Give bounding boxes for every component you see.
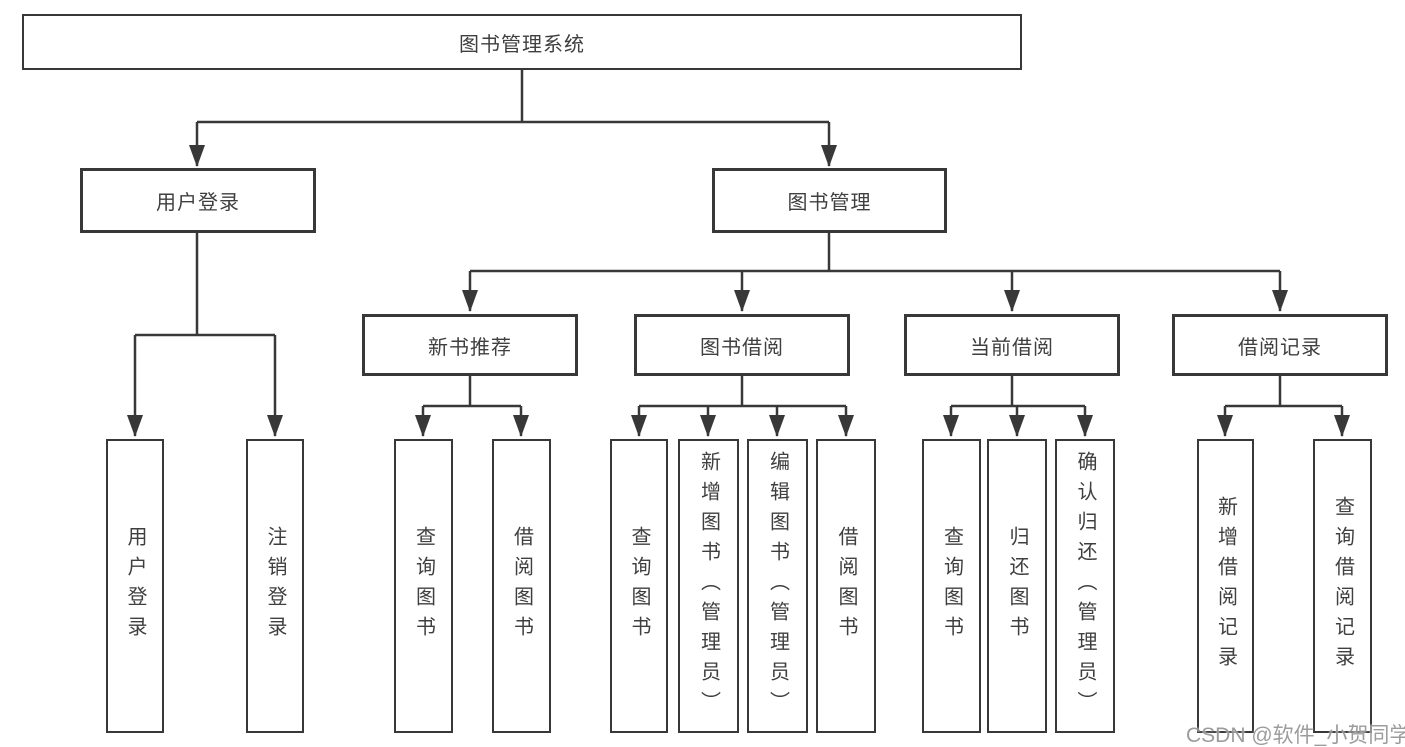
- leaf-borrow-book-recommend: 借阅图书: [492, 439, 551, 733]
- leaf-edit-book-admin: 编辑图书（管理员）: [747, 439, 808, 733]
- leaf-query-borrow-record-label: 查询借阅记录: [1331, 496, 1354, 676]
- leaf-query-borrow-record: 查询借阅记录: [1313, 439, 1372, 733]
- node-current-borrow: 当前借阅: [904, 314, 1120, 376]
- leaf-logout-login: 注销登录: [246, 439, 304, 733]
- node-root-system: 图书管理系统: [22, 14, 1022, 70]
- leaf-return-book: 归还图书: [987, 439, 1047, 733]
- leaf-query-book-current-label: 查询图书: [940, 526, 963, 646]
- csdn-watermark: CSDN @软件_小贺同学: [1186, 724, 1405, 747]
- leaf-query-book-current: 查询图书: [922, 439, 981, 733]
- leaf-add-borrow-record: 新增借阅记录: [1197, 439, 1254, 733]
- node-book-borrow: 图书借阅: [634, 314, 850, 376]
- leaf-user-login-label: 用户登录: [124, 526, 146, 646]
- leaf-confirm-return-admin: 确认归还（管理员）: [1055, 439, 1115, 733]
- leaf-add-book-admin: 新增图书（管理员）: [678, 439, 739, 733]
- leaf-logout-login-label: 注销登录: [264, 526, 286, 646]
- leaf-borrow-book-label: 借阅图书: [835, 526, 857, 646]
- leaf-borrow-book: 借阅图书: [816, 439, 876, 733]
- leaf-query-book-borrow-label: 查询图书: [628, 526, 650, 646]
- leaf-user-login: 用户登录: [106, 439, 164, 733]
- leaf-borrow-book-recommend-label: 借阅图书: [510, 526, 533, 646]
- leaf-query-book-recommend: 查询图书: [394, 439, 453, 733]
- node-new-book-recommend: 新书推荐: [362, 314, 578, 376]
- leaf-edit-book-admin-label: 编辑图书（管理员）: [766, 451, 789, 721]
- node-book-management: 图书管理: [712, 168, 947, 233]
- leaf-query-book-recommend-label: 查询图书: [412, 526, 435, 646]
- leaf-confirm-return-admin-label: 确认归还（管理员）: [1074, 451, 1096, 721]
- leaf-query-book-borrow: 查询图书: [610, 439, 668, 733]
- node-user-login: 用户登录: [80, 168, 316, 233]
- leaf-add-borrow-record-label: 新增借阅记录: [1214, 496, 1237, 676]
- leaf-return-book-label: 归还图书: [1006, 526, 1028, 646]
- leaf-add-book-admin-label: 新增图书（管理员）: [697, 451, 720, 721]
- node-borrow-records: 借阅记录: [1172, 314, 1388, 376]
